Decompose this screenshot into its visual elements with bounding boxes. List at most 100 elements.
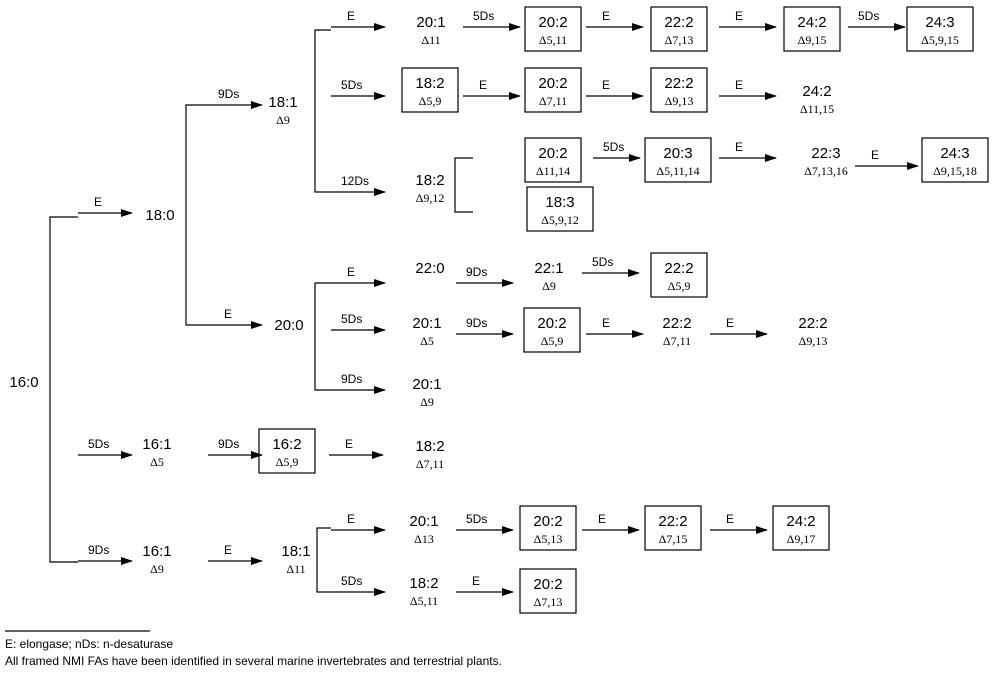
double-bond-positions: Δ9 [542,279,556,293]
legend-framed-note: All framed NMI FAs have been identified … [5,654,502,668]
fatty-acid-18-1-name: 18:1 [281,543,310,560]
branch-bracket [454,157,473,213]
enzyme-label-9ds: 9Ds [88,543,109,557]
fatty-acid-20-2-name: 20:2 [538,145,567,162]
enzyme-label-e: E [224,307,232,321]
fatty-acid-20-2-name: 20:2 [533,576,562,593]
enzyme-label-5ds: 5Ds [88,437,109,451]
double-bond-positions: Δ5,9 [668,279,691,293]
identified-fa-frame [519,505,577,551]
fatty-acid-18-0-name: 18:0 [145,207,174,224]
double-bond-positions: Δ5,9 [276,455,299,469]
double-bond-positions: Δ9 [276,113,290,127]
fatty-acid-18-2-name: 18:2 [415,438,444,455]
identified-fa-frame [519,568,577,614]
fatty-acid-22-2-name: 22:2 [664,14,693,31]
identified-fa-frame [772,505,830,551]
enzyme-label-9ds: 9Ds [341,372,362,386]
fatty-acid-16-2-name: 16:2 [272,436,301,453]
enzyme-label-e: E [598,512,606,526]
fatty-acid-22-2-name: 22:2 [798,315,827,332]
identified-fa-frame [524,137,582,183]
identified-fa-frame [650,67,708,113]
fatty-acid-18-2-name: 18:2 [409,575,438,592]
fatty-acid-24-3-name: 24:3 [925,14,954,31]
identified-fa-frame [524,6,582,52]
enzyme-label-e: E [602,78,610,92]
double-bond-positions: Δ11,14 [536,164,570,178]
double-bond-positions: Δ7,11 [539,94,567,108]
double-bond-positions: Δ7,15 [659,532,688,546]
double-bond-positions: Δ5,13 [534,532,563,546]
enzyme-label-5ds: 5Ds [603,140,624,154]
enzyme-label-e: E [726,316,734,330]
double-bond-positions: Δ9,15,18 [933,164,977,178]
enzyme-label-5ds: 5Ds [341,574,362,588]
double-bond-positions: Δ11 [421,33,440,47]
identified-fa-frame [650,252,708,298]
enzyme-label-e: E [735,78,743,92]
fatty-acid-18-1-name: 18:1 [268,94,297,111]
fatty-acid-20-1-name: 20:1 [412,376,441,393]
identified-fa-frame [258,428,316,474]
enzyme-label-5ds: 5Ds [473,9,494,23]
fatty-acid-16-0-name: 16:0 [9,374,38,391]
enzyme-label-9ds: 9Ds [466,265,487,279]
enzyme-label-e: E [871,148,879,162]
enzyme-label-e: E [224,543,232,557]
double-bond-positions: Δ5,11 [410,594,438,608]
double-bond-positions: Δ5,11 [539,33,567,47]
fatty-acid-18-2-name: 18:2 [415,172,444,189]
fatty-acid-20-3-name: 20:3 [663,145,692,162]
double-bond-positions: Δ5,9,15 [921,33,959,47]
enzyme-label-e: E [602,316,610,330]
double-bond-positions: Δ9 [420,395,434,409]
double-bond-positions: Δ9 [150,562,164,576]
fatty-acid-18-2-name: 18:2 [415,75,444,92]
fatty-acid-20-2-name: 20:2 [538,14,567,31]
fatty-acid-22-2-name: 22:2 [664,260,693,277]
enzyme-label-e: E [735,9,743,23]
fatty-acid-20-1-name: 20:1 [412,315,441,332]
enzyme-label-5ds: 5Ds [592,255,613,269]
identified-fa-frame [650,6,708,52]
fatty-acid-20-1-name: 20:1 [409,513,438,530]
double-bond-positions: Δ7,11 [663,334,691,348]
fatty-acid-20-2-name: 20:2 [537,315,566,332]
branch-bracket [314,29,331,193]
double-bond-positions: Δ9,12 [416,191,445,205]
double-bond-positions: Δ9,13 [799,334,828,348]
double-bond-positions: Δ5,9 [419,94,442,108]
identified-fa-frame [401,67,459,113]
double-bond-positions: Δ5 [150,455,164,469]
fatty-acid-16-1-name: 16:1 [142,436,171,453]
branch-bracket [316,527,331,593]
fatty-acid-24-3-name: 24:3 [940,145,969,162]
double-bond-positions: Δ11 [286,562,305,576]
double-bond-positions: Δ5,9 [541,334,564,348]
enzyme-label-5ds: 5Ds [858,9,879,23]
enzyme-label-e: E [735,140,743,154]
branch-bracket [49,216,78,563]
enzyme-label-12ds: 12Ds [341,174,369,188]
identified-fa-frame [523,307,581,353]
double-bond-positions: Δ7,13 [534,595,563,609]
enzyme-label-5ds: 5Ds [341,78,362,92]
fatty-acid-22-2-name: 22:2 [664,75,693,92]
fatty-acid-20-2-name: 20:2 [538,75,567,92]
double-bond-positions: Δ7,11 [416,457,444,471]
fatty-acid-24-2-name: 24:2 [786,513,815,530]
fatty-acid-22-2-name: 22:2 [662,315,691,332]
enzyme-label-5ds: 5Ds [341,312,362,326]
enzyme-label-e: E [472,574,480,588]
enzyme-label-5ds: 5Ds [466,512,487,526]
identified-fa-frame [906,6,974,52]
enzyme-label-9ds: 9Ds [218,87,239,101]
fatty-acid-22-0-name: 22:0 [415,260,444,277]
enzyme-label-e: E [347,265,355,279]
fatty-acid-20-2-name: 20:2 [533,513,562,530]
fatty-acid-18-3-name: 18:3 [545,194,574,211]
enzyme-label-9ds: 9Ds [218,437,239,451]
double-bond-positions: Δ9,17 [787,532,816,546]
